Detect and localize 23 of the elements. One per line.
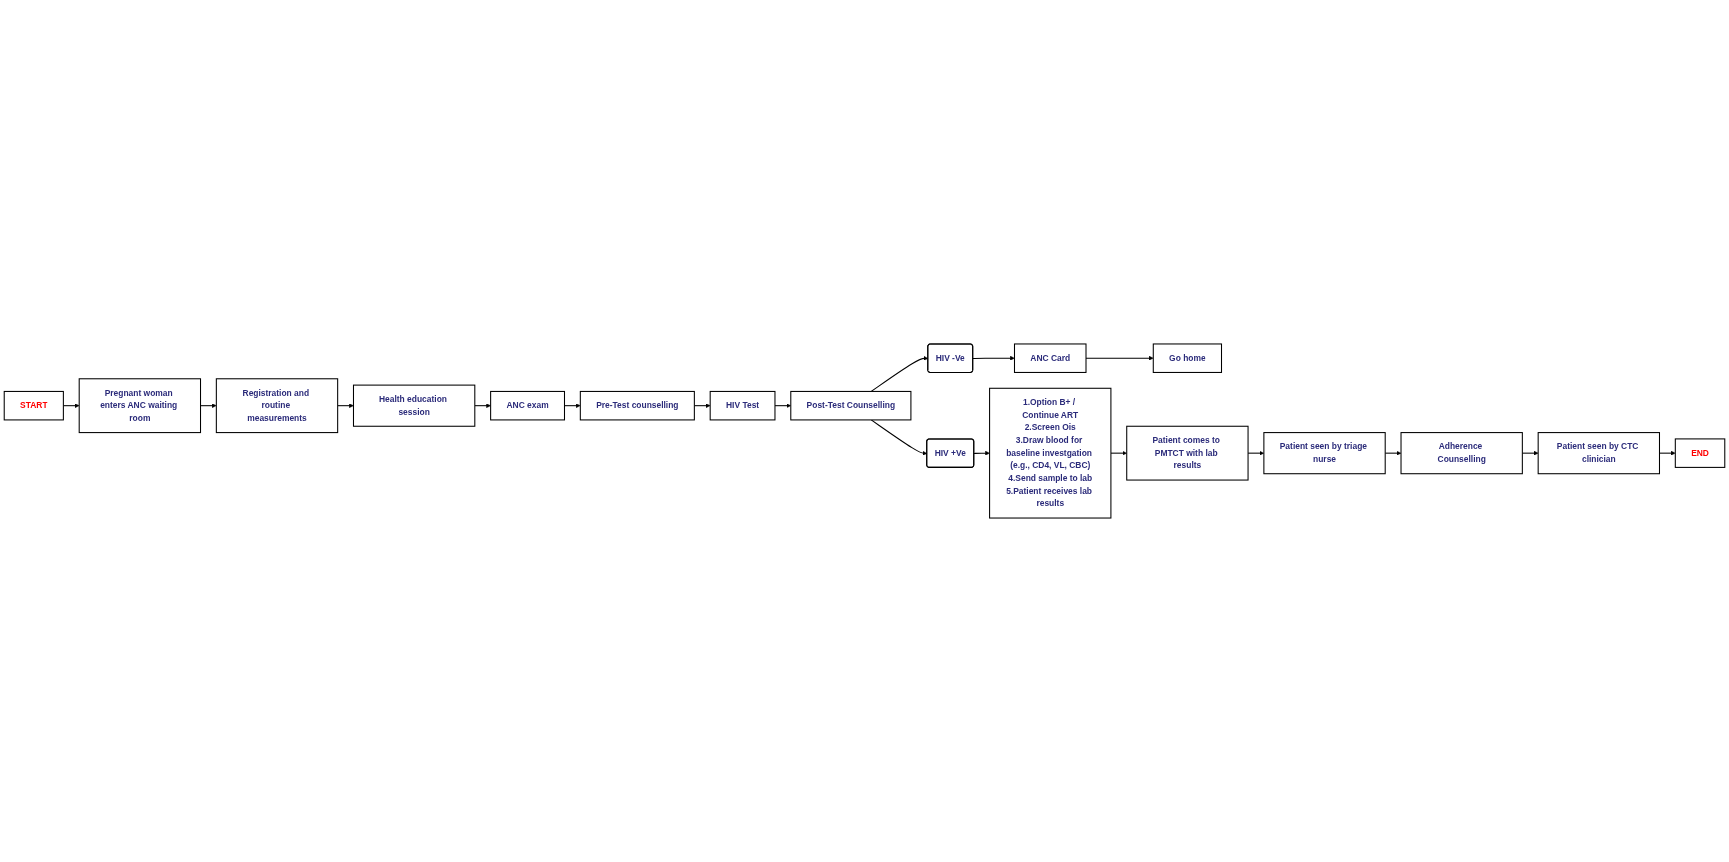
node-box: END: [1674, 438, 1726, 468]
node-box: Pre-Test counselling: [579, 390, 695, 421]
node-box: Health education session: [352, 384, 476, 427]
arrow: [972, 355, 1015, 361]
arrow: [200, 403, 217, 408]
node-box: Adherence Counselling: [1400, 432, 1523, 475]
arrow: [1110, 450, 1127, 456]
node-box: Registration and routine measurements: [215, 378, 339, 434]
node-box: Patient seen by triage nurse: [1263, 432, 1386, 475]
node-box: ANC Card: [1013, 343, 1087, 373]
node-box: 1.Option B+ / Continue ART 2.Screen Ois 3.Draw blood for baseline investgation (e.g., CD4, VL, CBC) 4.Send sample to lab 5.Patient receives lab results: [989, 387, 1112, 519]
arrow: [774, 403, 791, 408]
node-box: Patient seen by CTC clinician: [1537, 432, 1660, 475]
node-box: Go home: [1152, 343, 1223, 373]
node-box: ANC exam: [490, 390, 566, 421]
node-box: HIV Test: [709, 390, 776, 421]
node-box: Pregnant woman enters ANC waiting room: [78, 378, 202, 434]
node-box: Patient comes to PMTCT with lab results: [1126, 425, 1249, 481]
arrow: [474, 403, 491, 408]
node-box: Post-Test Counselling: [790, 390, 912, 421]
arrow: [337, 403, 354, 408]
arrow: [973, 450, 990, 456]
node-box: START: [3, 390, 64, 421]
